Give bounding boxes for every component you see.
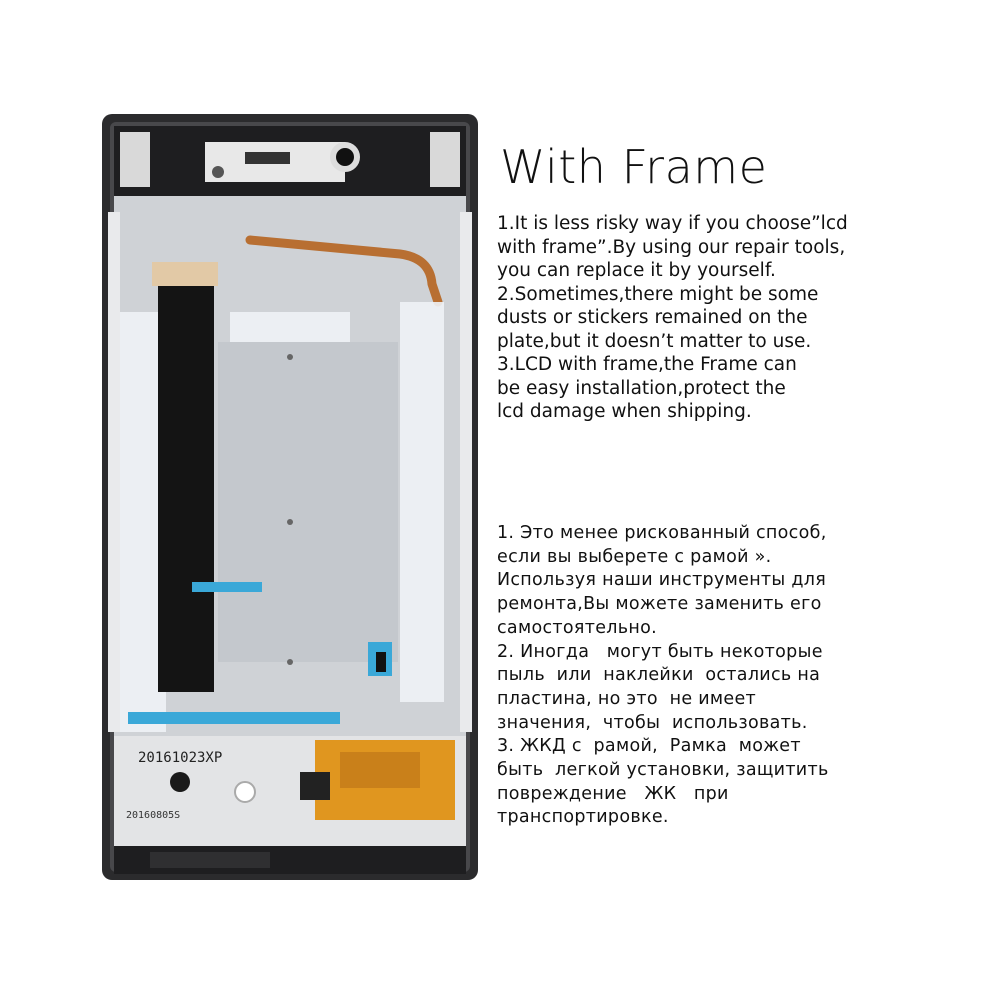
- camera-hole: [330, 142, 360, 172]
- russian-description: 1. Это менее рискованный способ, если вы…: [497, 522, 997, 830]
- english-line: you can replace it by yourself.: [497, 260, 776, 281]
- english-description: 1.It is less risky way if you choose”lcd…: [497, 212, 977, 424]
- russian-line: самостоятельно.: [497, 617, 657, 638]
- blue-flex-strip: [128, 712, 340, 724]
- product-photo: 20161023XP 20160805S: [102, 114, 478, 880]
- russian-line: 3. ЖКД с рамой, Рамка может: [497, 736, 801, 757]
- english-line: 1.It is less risky way if you choose”lcd: [497, 213, 848, 234]
- english-line: lcd damage when shipping.: [497, 401, 752, 422]
- english-line: 3.LCD with frame,the Frame can: [497, 354, 797, 375]
- english-line: plate,but it doesn’t matter to use.: [497, 330, 812, 352]
- russian-line: 1. Это менее рискованный способ,: [497, 523, 827, 543]
- russian-line: Используя наши инструменты для: [497, 570, 827, 591]
- russian-line: ремонта,Вы можете заменить его: [497, 594, 822, 615]
- russian-line: значения, чтобы использовать.: [497, 712, 808, 733]
- date-code-bottom: 20160805S: [126, 810, 180, 821]
- english-line: dusts or stickers remained on the: [497, 307, 808, 328]
- english-line: 2.Sometimes,there might be some: [497, 283, 819, 305]
- page-title: With Frame: [500, 140, 768, 194]
- russian-line: быть легкой установки, защитить: [497, 760, 829, 781]
- russian-line: повреждение ЖК при: [497, 783, 729, 804]
- date-code-top: 20161023XP: [138, 750, 222, 766]
- russian-line: пыль или наклейки остались на: [497, 665, 821, 686]
- russian-line: пластина, но это не имеет: [497, 688, 757, 709]
- english-line: with frame”.By using our repair tools,: [497, 236, 846, 258]
- copper-heat-pipe: [245, 235, 443, 307]
- russian-line: если вы выберете с рамой ».: [497, 546, 772, 567]
- russian-line: транспортировке.: [497, 807, 669, 828]
- russian-line: 2. Иногда могут быть некоторые: [497, 641, 823, 662]
- ribbon-cable: [158, 272, 214, 692]
- english-line: be easy installation,protect the: [497, 377, 786, 399]
